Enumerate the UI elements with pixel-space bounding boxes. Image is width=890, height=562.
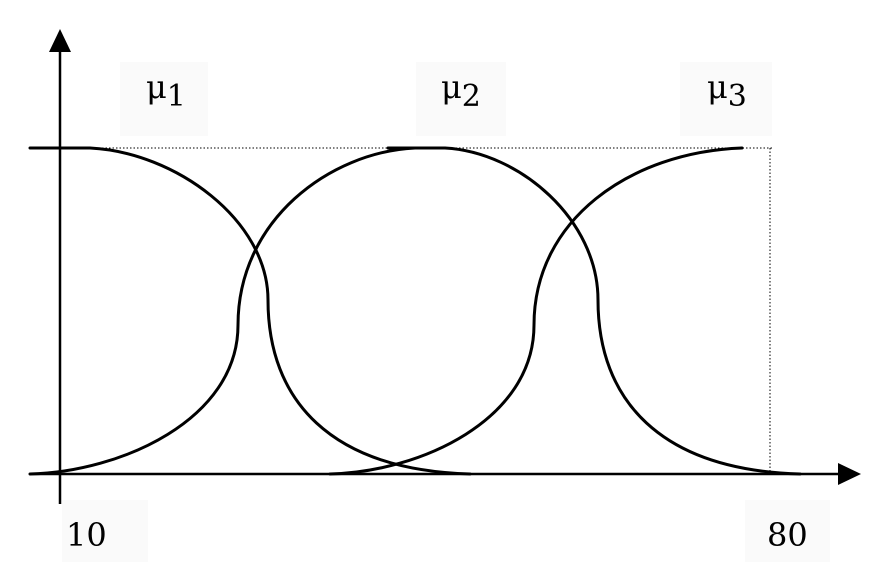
y-axis-arrowhead xyxy=(49,29,71,52)
mu1-subscript: 1 xyxy=(167,79,186,114)
x-axis-arrowhead xyxy=(838,463,861,485)
mu3-symbol: μ xyxy=(707,68,728,106)
mu1-symbol: μ xyxy=(146,68,167,106)
mu1-label: μ1 xyxy=(146,68,186,114)
mu2-symbol: μ xyxy=(441,68,462,106)
max-label-background xyxy=(745,500,830,562)
x-axis-max-label: 80 xyxy=(767,516,808,554)
x-axis-min-label: 10 xyxy=(66,516,107,554)
mu3-label-background xyxy=(680,62,772,136)
mu1-curve xyxy=(28,146,472,476)
mu3-curve xyxy=(328,146,744,476)
mu2-label: μ2 xyxy=(441,68,481,114)
mu2-curve-rising xyxy=(28,146,417,476)
mu2-label-background xyxy=(416,62,506,136)
mu2-subscript: 2 xyxy=(462,79,481,114)
mu2-curve-falling xyxy=(386,146,802,476)
mu1-label-background xyxy=(120,62,208,136)
mu3-label: μ3 xyxy=(707,68,747,114)
mu3-subscript: 3 xyxy=(728,79,747,114)
min-label-background xyxy=(62,500,148,562)
